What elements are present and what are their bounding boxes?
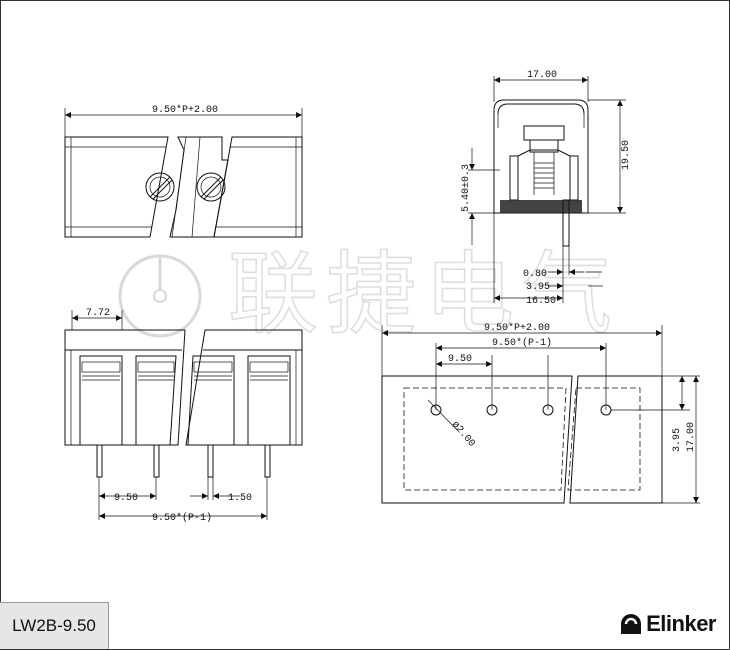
pcb-depth-label: 17.00 xyxy=(686,422,697,452)
pcb-pitch-label: 9.50 xyxy=(448,354,472,365)
watermark-text: 联捷电气 xyxy=(228,242,620,347)
pcb-hole-diameter-label: ø2.00 xyxy=(449,420,477,450)
brand-logo: Elinker xyxy=(620,611,716,636)
side-height-label: 19.50 xyxy=(621,140,632,170)
side-pin-width-label: 0.80 xyxy=(523,269,547,280)
pcb-layout: 9.50*P+2.00 9.50*(P-1) 9.50 ø2.00 3.95 1… xyxy=(381,322,700,504)
side-pin-offset-label: 3.95 xyxy=(526,282,550,293)
side-view: 17.00 19.50 5.40±0.3 xyxy=(461,70,632,307)
brand-mark-icon xyxy=(621,614,642,634)
side-wire-depth-label: 5.40±0.3 xyxy=(461,164,472,212)
top-view: 9.50*P+2.00 xyxy=(64,104,303,238)
pcb-overall-width-label: 9.50*P+2.00 xyxy=(484,322,550,334)
top-overall-width-label: 9.50*P+2.00 xyxy=(152,104,218,116)
front-view: 7.72 9.50 xyxy=(64,308,303,524)
front-pin-width-label: 1.50 xyxy=(228,493,252,504)
model-label: LW2B-9.50 xyxy=(0,602,109,649)
front-pin-span-label: 9.50*(P-1) xyxy=(152,512,212,524)
brand-name: Elinker xyxy=(646,611,716,636)
side-pin-depth-label: 16.50 xyxy=(526,296,556,307)
front-pitch-label: 9.50 xyxy=(114,493,138,504)
front-edge-offset-label: 7.72 xyxy=(86,308,110,319)
pcb-hole-span-label: 9.50*(P-1) xyxy=(492,337,552,349)
side-width-label: 17.00 xyxy=(527,70,557,81)
pcb-hole-offset-label: 3.95 xyxy=(672,428,683,452)
